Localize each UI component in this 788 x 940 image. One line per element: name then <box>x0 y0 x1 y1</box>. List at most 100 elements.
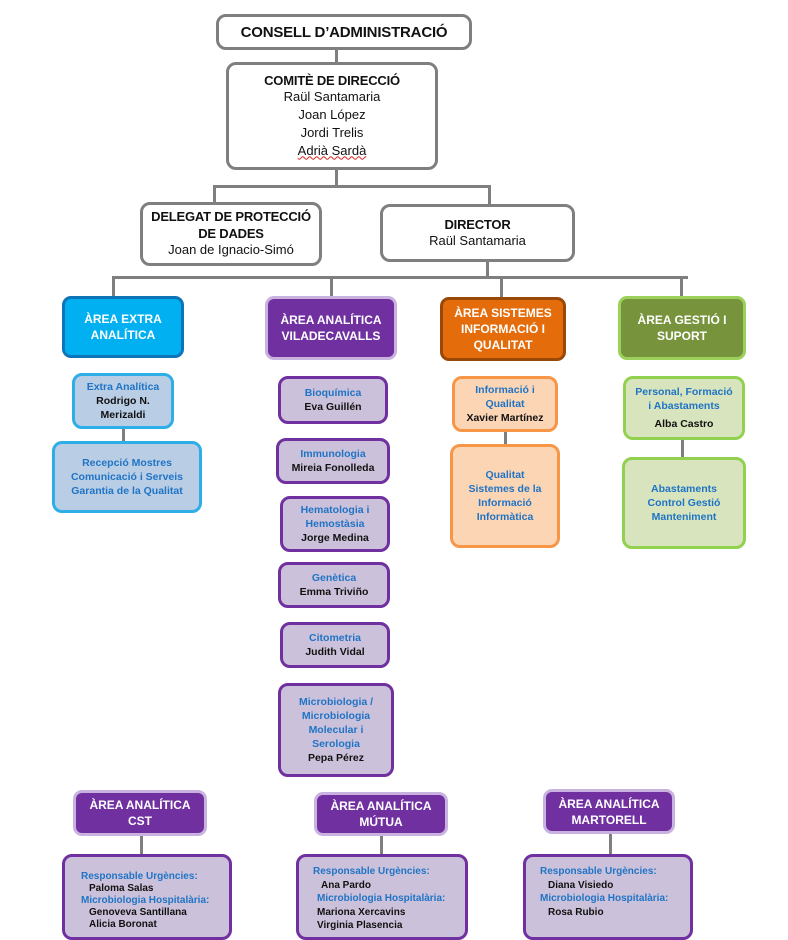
area-title: ÀREA ANALÍTICA <box>89 798 191 812</box>
area-title: ÀREA EXTRA <box>84 312 162 326</box>
unit-person: Mariona Xercavins <box>317 906 406 918</box>
unit-label: Control Gestió <box>647 497 721 509</box>
urgencies-label: Responsable Urgències: <box>313 866 430 877</box>
unit-cst-detail: Responsable Urgències: Paloma Salas Micr… <box>62 854 232 940</box>
area-title: VILADECAVALLS <box>281 329 381 343</box>
connector <box>380 834 383 856</box>
unit-label: Serologia <box>312 738 360 750</box>
unit-person: Virginia Plasencia <box>317 920 403 931</box>
unit-label: Molecular i <box>308 724 364 736</box>
unit-person: Rodrigo N. <box>96 395 150 407</box>
unit-recepcio: Recepció Mostres Comunicació i Serveis G… <box>52 441 202 513</box>
unit-label: Hematologia i <box>300 504 370 516</box>
area-martorell: ÀREA ANALÍTICA MARTORELL <box>543 789 675 834</box>
committee-box: COMITÈ DE DIRECCIÓ Raül Santamaria Joan … <box>226 62 438 170</box>
director-title: DIRECTOR <box>444 216 511 232</box>
area-sistemes: ÀREA SISTEMES INFORMACIÓ I QUALITAT <box>440 297 566 361</box>
area-title: CST <box>128 814 152 828</box>
unit-label: Personal, Formació <box>635 386 733 398</box>
unit-person: Rosa Rubio <box>548 906 604 918</box>
connector <box>500 276 503 298</box>
dpo-title-line2: DE DADES <box>198 226 264 241</box>
board-box: CONSELL D’ADMINISTRACIÓ <box>216 14 472 50</box>
micro-label: Microbiologia Hospitalària: <box>81 895 210 906</box>
area-title: ÀREA ANALÍTICA <box>330 799 432 813</box>
committee-member: Joan López <box>298 106 366 122</box>
unit-label: Sistemes de la <box>468 483 542 495</box>
connector <box>330 276 333 298</box>
connector <box>140 834 143 856</box>
area-extra-analitica: ÀREA EXTRA ANALÍTICA <box>62 296 184 358</box>
connector <box>680 276 683 298</box>
area-title: ÀREA ANALÍTICA <box>280 313 382 327</box>
unit-qualitat-sistemes: Qualitat Sistemes de la Informació Infor… <box>450 444 560 548</box>
unit-person: Xavier Martínez <box>466 412 544 424</box>
connector <box>488 185 491 205</box>
dpo-box: DELEGAT DE PROTECCIÓ DE DADES Joan de Ig… <box>140 202 322 266</box>
unit-label: Comunicació i Serveis <box>70 471 184 483</box>
area-title: INFORMACIÓ I <box>461 322 545 336</box>
connector <box>213 185 491 188</box>
unit-citometria: Citometria Judith Vidal <box>280 622 390 668</box>
unit-label: Recepció Mostres <box>82 457 172 469</box>
unit-label: Qualitat <box>485 469 525 481</box>
committee-member: Raül Santamaria <box>283 88 381 104</box>
committee-title: COMITÈ DE DIRECCIÓ <box>264 72 400 88</box>
unit-label: Hemostàsia <box>305 518 365 530</box>
area-title: ÀREA SISTEMES <box>454 306 552 320</box>
area-gestio: ÀREA GESTIÓ I SUPORT <box>618 296 746 360</box>
unit-label: Informació <box>478 497 532 509</box>
unit-label: Microbiologia / <box>298 696 374 708</box>
connector <box>504 430 507 446</box>
unit-person: Emma Triviño <box>299 586 369 598</box>
dpo-title-line1: DELEGAT DE PROTECCIÓ <box>151 209 311 224</box>
unit-personal: Personal, Formació i Abastaments Alba Ca… <box>623 376 745 440</box>
connector <box>112 276 688 279</box>
unit-microbiologia: Microbiologia / Microbiologia Molecular … <box>278 683 394 777</box>
area-title: SUPORT <box>656 329 707 343</box>
unit-extra-analitica: Extra Analítica Rodrigo N. Merizaldi <box>72 373 174 429</box>
unit-bioquimica: Bioquímica Eva Guillén <box>278 376 388 424</box>
unit-person: Alba Castro <box>654 418 714 430</box>
connector <box>681 438 684 458</box>
committee-member: Jordi Trelis <box>300 124 364 140</box>
area-cst: ÀREA ANALÍTICA CST <box>73 790 207 836</box>
unit-label: Immunologia <box>300 448 366 460</box>
connector <box>122 427 125 443</box>
unit-informacio-qualitat: Informació i Qualitat Xavier Martínez <box>452 376 558 432</box>
unit-label: Microbiologia <box>301 710 371 722</box>
unit-mutua-detail: Responsable Urgències: Ana Pardo Microbi… <box>296 854 468 940</box>
micro-label: Microbiologia Hospitalària: <box>540 893 669 904</box>
unit-person: Mireia Fonolleda <box>291 462 375 474</box>
unit-person: Merizaldi <box>100 409 146 421</box>
unit-label: Abastaments <box>651 483 717 495</box>
unit-person: Diana Visiedo <box>548 879 614 891</box>
connector <box>609 832 612 856</box>
unit-person: Judith Vidal <box>305 646 365 658</box>
unit-abastaments: Abastaments Control Gestió Manteniment <box>622 457 746 549</box>
micro-label: Microbiologia Hospitalària: <box>317 893 446 904</box>
urgencies-label: Responsable Urgències: <box>540 866 657 877</box>
connector <box>335 168 338 186</box>
unit-label: Qualitat <box>485 398 525 410</box>
unit-label: Extra Analítica <box>86 381 160 393</box>
unit-immunologia: Immunologia Mireia Fonolleda <box>276 438 390 484</box>
unit-label: Garantia de la Qualitat <box>71 485 183 497</box>
connector <box>213 185 216 203</box>
unit-person: Alicia Boronat <box>89 919 157 930</box>
unit-genetica: Genètica Emma Triviño <box>278 562 390 608</box>
area-viladecavalls: ÀREA ANALÍTICA VILADECAVALLS <box>265 296 397 360</box>
connector <box>112 276 115 298</box>
area-title: ANALÍTICA <box>90 328 156 342</box>
area-title: ÀREA ANALÍTICA <box>558 796 660 811</box>
committee-member: Adrià Sardà <box>297 142 367 158</box>
unit-martorell-detail: Responsable Urgències: Diana Visiedo Mic… <box>523 854 693 940</box>
unit-label: Informació i <box>475 384 535 396</box>
unit-label: Bioquímica <box>304 387 362 399</box>
unit-hematologia: Hematologia i Hemostàsia Jorge Medina <box>280 496 390 552</box>
unit-person: Paloma Salas <box>89 883 154 894</box>
unit-label: Informàtica <box>476 511 534 523</box>
area-title: MARTORELL <box>571 812 647 827</box>
unit-person: Ana Pardo <box>321 879 372 891</box>
area-title: QUALITAT <box>473 338 533 352</box>
